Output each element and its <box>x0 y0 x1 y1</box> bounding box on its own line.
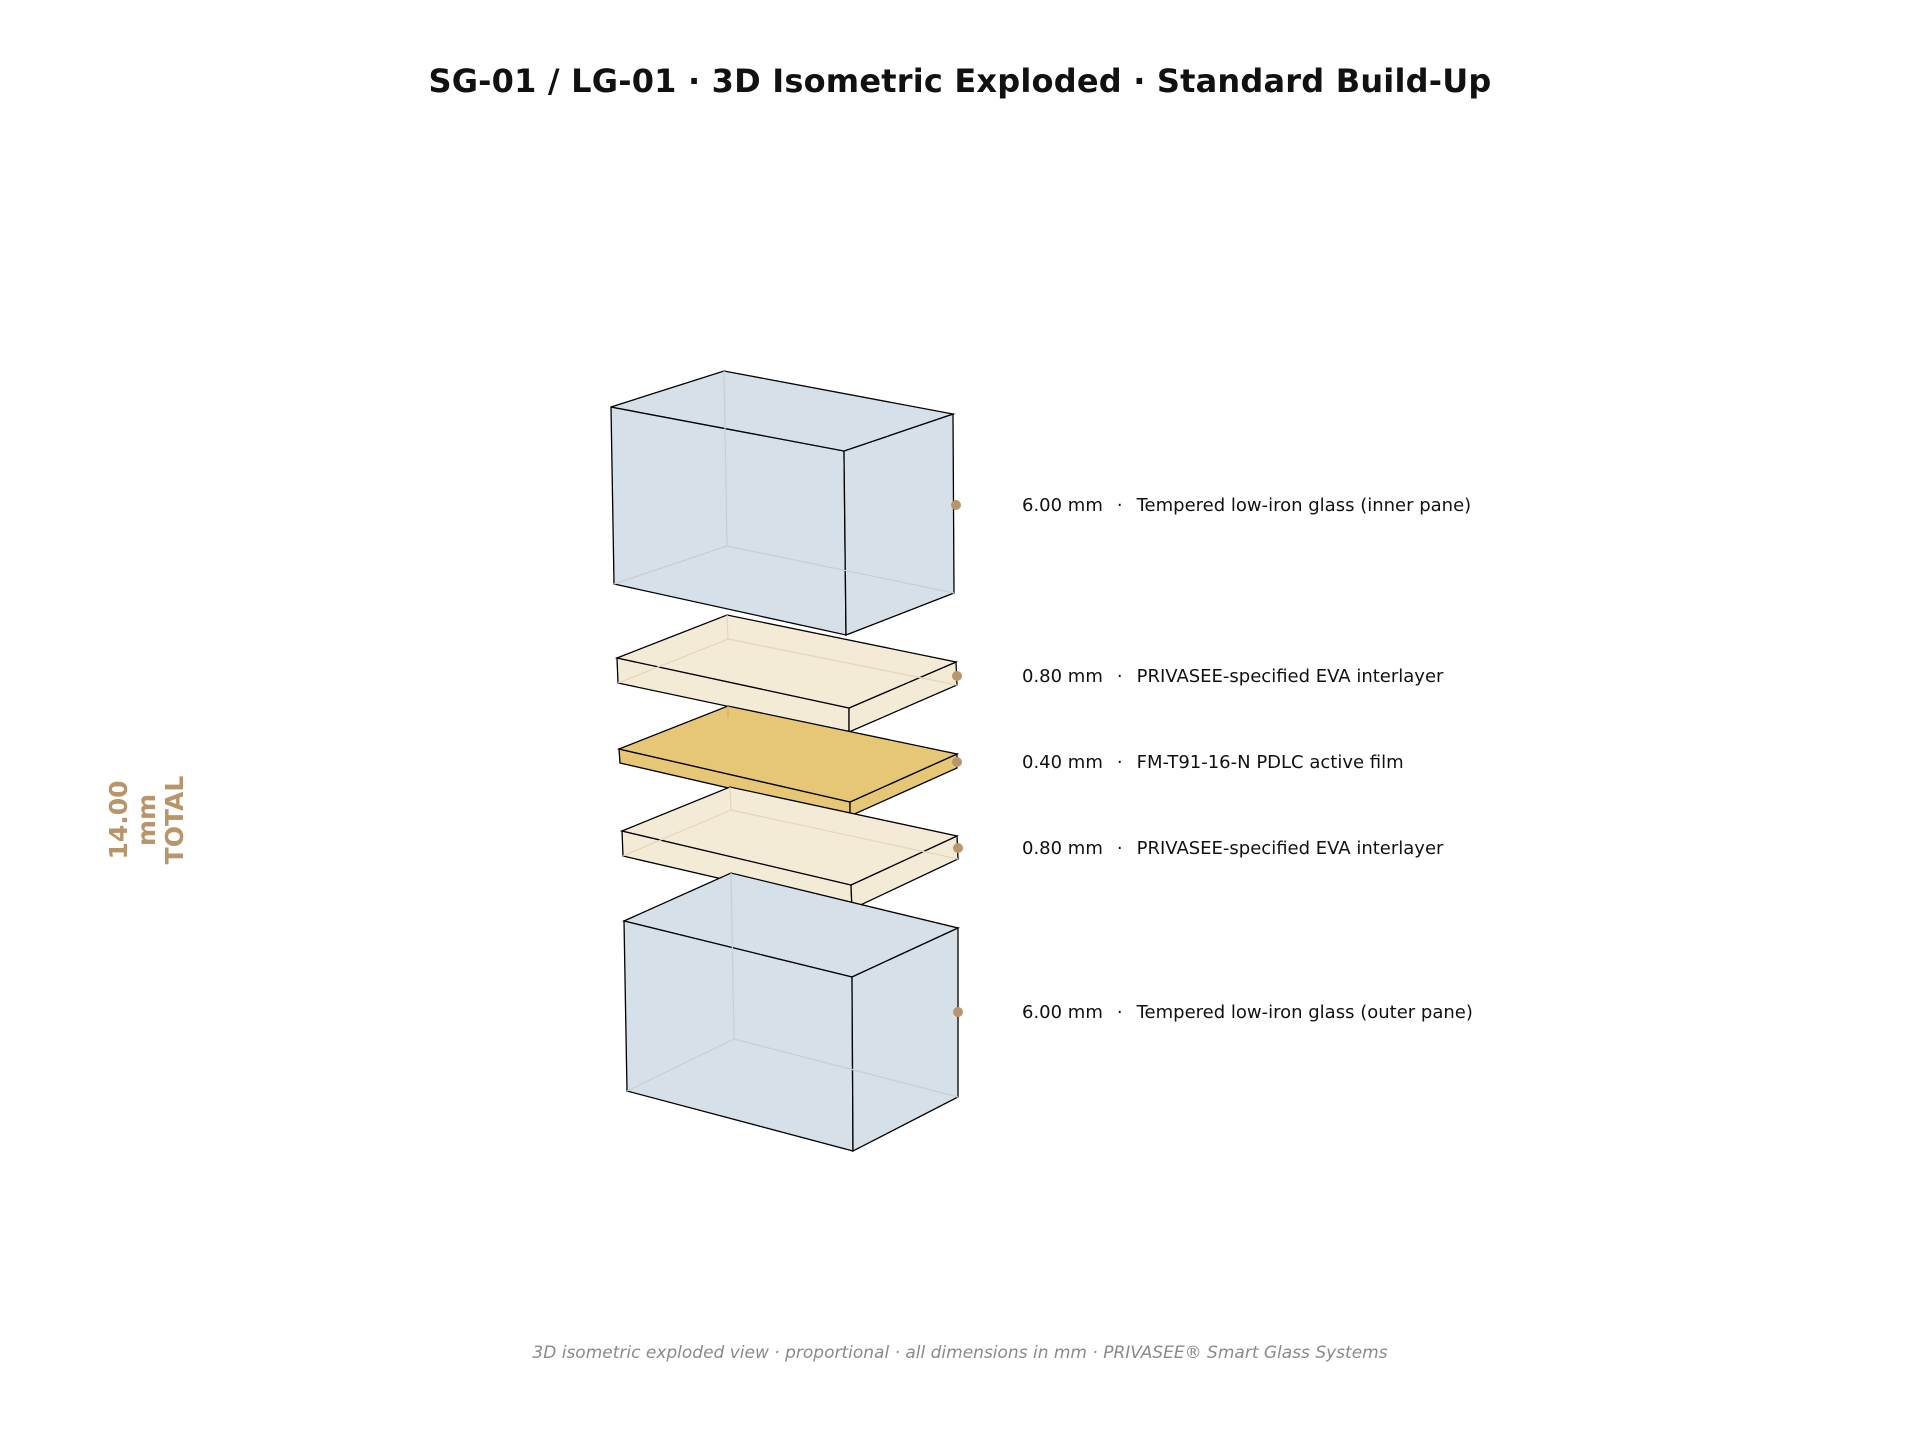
svg-text:6.00 mm·Tempered low-iron glas: 6.00 mm · Tempered low-iron glass (outer p… <box>1022 1002 1473 1023</box>
layer-thickness: 0.80 mm <box>1022 838 1103 859</box>
svg-text:0.80 mm·PRIVASEE-specified EVA: 0.80 mm · PRIVASEE-specified EVA interlaye… <box>1022 666 1444 687</box>
caption: 3D isometric exploded view · proportiona… <box>532 1343 1388 1363</box>
layer-label-1: 0.80 mm · PRIVASEE-specified EVA interlaye… <box>952 666 1444 687</box>
layer-label-3: 0.80 mm · PRIVASEE-specified EVA interlaye… <box>953 838 1444 859</box>
leader-dot <box>951 500 961 510</box>
layer-description: FM-T91-16-N PDLC active film <box>1137 752 1404 773</box>
layer-label-4: 6.00 mm · Tempered low-iron glass (outer p… <box>953 1002 1473 1023</box>
layer-thickness: 6.00 mm <box>1022 1002 1103 1023</box>
layer-description: Tempered low-iron glass (inner pane) <box>1136 495 1472 516</box>
layer-label-0: 6.00 mm · Tempered low-iron glass (inner p… <box>951 495 1471 516</box>
layer-thickness: 0.40 mm <box>1022 752 1103 773</box>
layer-description: PRIVASEE-specified EVA interlayer <box>1137 838 1444 859</box>
svg-text:0.80 mm·PRIVASEE-specified EVA: 0.80 mm · PRIVASEE-specified EVA interlaye… <box>1022 838 1444 859</box>
layer-thickness: 6.00 mm <box>1022 495 1103 516</box>
layer-outer-glass <box>622 872 960 1153</box>
layer-eva-1 <box>614 614 959 733</box>
leader-dot <box>952 671 962 681</box>
leader-dot <box>953 1007 963 1017</box>
layer-pdlc <box>616 705 960 818</box>
svg-text:0.40 mm·FM-T91-16-N PDLC activ: 0.40 mm · FM-T91-16-N PDLC active film <box>1022 752 1404 773</box>
layer-inner-glass <box>610 370 956 636</box>
separator: · <box>1117 752 1123 773</box>
layer-description: PRIVASEE-specified EVA interlayer <box>1137 666 1444 687</box>
svg-text:6.00 mm·Tempered low-iron glas: 6.00 mm · Tempered low-iron glass (inner p… <box>1022 495 1471 516</box>
layer-thickness: 0.80 mm <box>1022 666 1103 687</box>
separator: · <box>1117 495 1123 516</box>
separator: · <box>1117 838 1123 859</box>
layer-description: Tempered low-iron glass (outer pane) <box>1136 1002 1473 1023</box>
separator: · <box>1117 666 1123 687</box>
separator: · <box>1117 1002 1123 1023</box>
leader-dot <box>953 843 963 853</box>
leader-dot <box>952 757 962 767</box>
diagram-title: SG-01 / LG-01 · 3D Isometric Exploded · … <box>428 62 1492 100</box>
layer-label-2: 0.40 mm · FM-T91-16-N PDLC active film <box>952 752 1404 773</box>
